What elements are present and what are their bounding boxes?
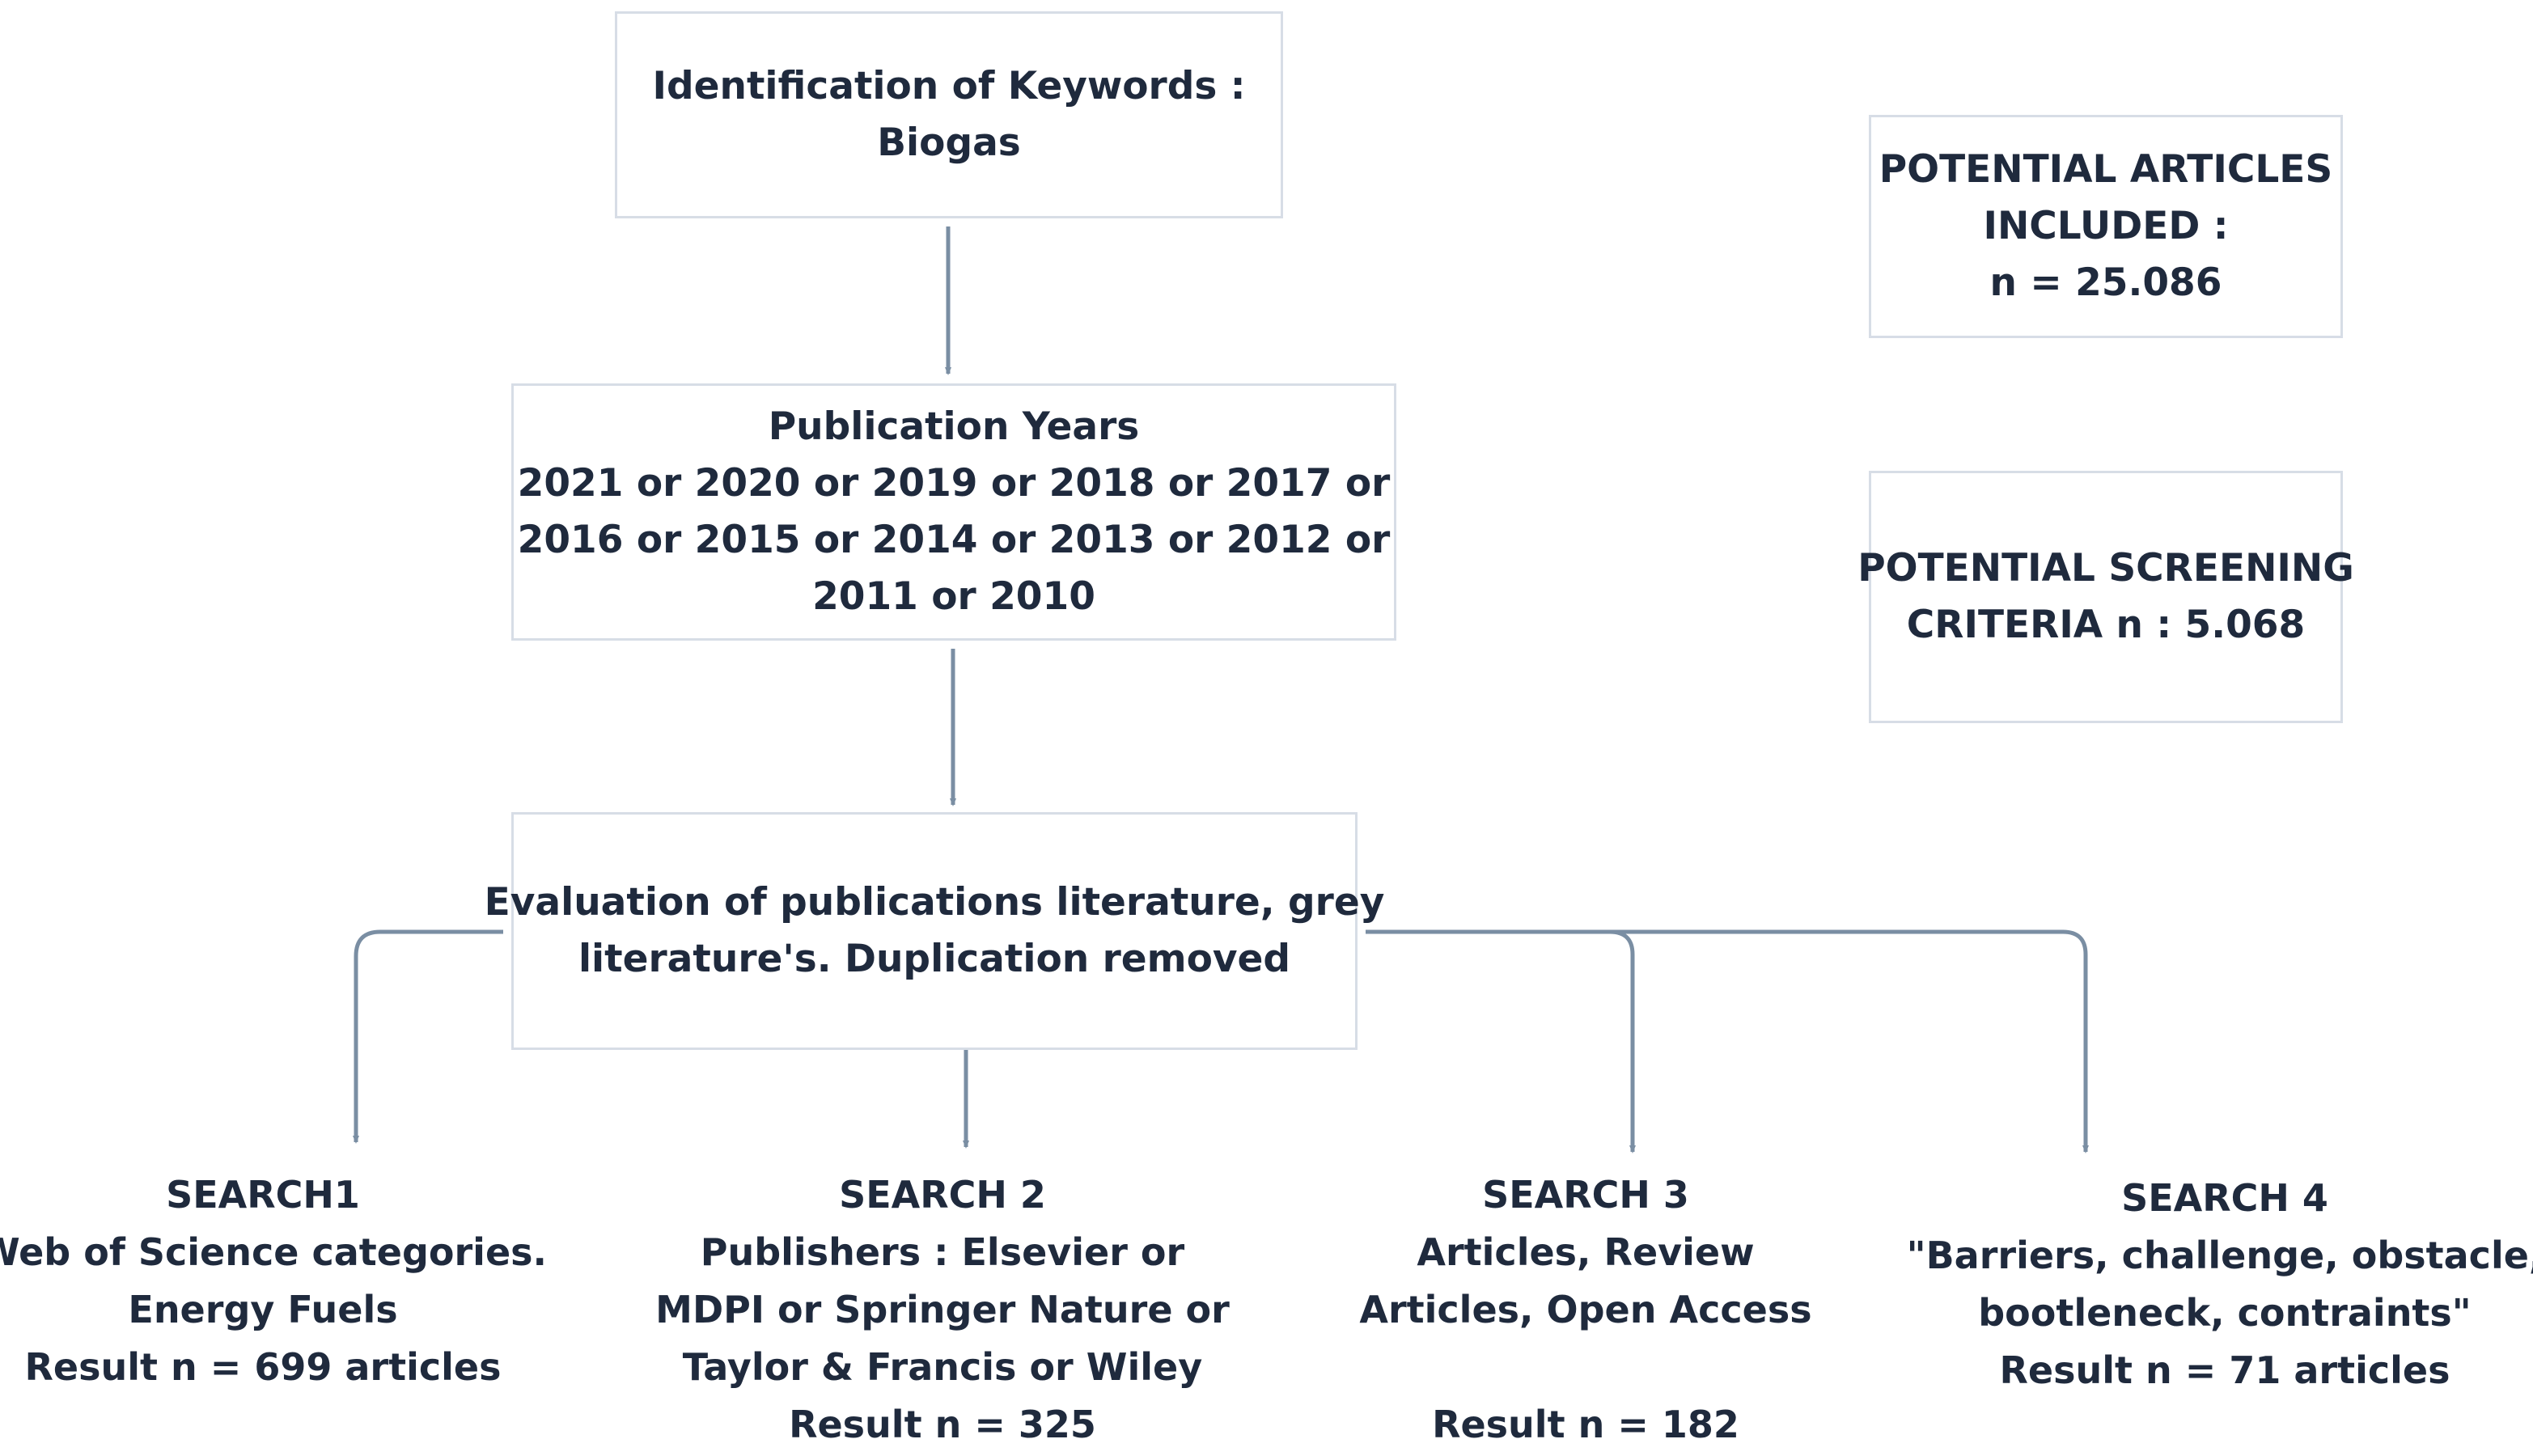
search2-line-2: Publishers : Elsevier or: [700, 1230, 1185, 1274]
search4-title: SEARCH 4: [2121, 1176, 2328, 1220]
search4-line-2: "Barriers, challenge, obstacle,: [1906, 1234, 2533, 1277]
evaluation-line-1: Evaluation of publications literature, g…: [484, 880, 1385, 925]
publication-years-box: Publication Years 2021 or 2020 or 2019 o…: [511, 383, 1396, 641]
search4-block: SEARCH 4 "Barriers, challenge, obstacle,…: [1907, 1170, 2533, 1399]
arrow-evaluation-to-search3: [1366, 929, 1636, 1153]
potential-screening-box: POTENTIAL SCREENING CRITERIA n : 5.068: [1857, 471, 2354, 723]
search1-block: SEARCH1 Web of Science categories. Energ…: [0, 1166, 547, 1396]
potential-screening-line-2: CRITERIA n : 5.068: [1906, 603, 2306, 647]
search4-result: Result n = 71 articles: [1999, 1348, 2450, 1392]
arrow-evaluation-to-search4: [1610, 929, 2089, 1153]
search3-result: Result n = 182: [1432, 1403, 1739, 1446]
keywords-box: Identification of Keywords : Biogas: [615, 11, 1283, 218]
potential-articles-line-2: INCLUDED :: [1983, 204, 2229, 248]
search2-title: SEARCH 2: [839, 1173, 1046, 1217]
search1-result: Result n = 699 articles: [24, 1345, 502, 1389]
keywords-line-1: Identification of Keywords :: [652, 64, 1246, 108]
potential-articles-line-1: POTENTIAL ARTICLES: [1879, 147, 2333, 192]
years-line-3: 2016 or 2015 or 2014 or 2013 or 2012 or: [517, 518, 1391, 562]
search2-line-3: MDPI or Springer Nature or: [655, 1288, 1230, 1331]
potential-articles-line-3: n = 25.086: [1989, 260, 2222, 305]
potential-articles-box: POTENTIAL ARTICLES INCLUDED : n = 25.086: [1869, 115, 2343, 338]
years-line-1: Publication Years: [768, 404, 1140, 449]
search2-line-4: Taylor & Francis or Wiley: [682, 1345, 1203, 1389]
years-line-2: 2021 or 2020 or 2019 or 2018 or 2017 or: [517, 461, 1391, 506]
search2-result: Result n = 325: [789, 1403, 1096, 1446]
evaluation-box: Evaluation of publications literature, g…: [485, 812, 1384, 1050]
search3-line-2: Articles, Review: [1417, 1230, 1755, 1274]
search1-line-3: Energy Fuels: [128, 1288, 398, 1331]
search3-line-3: Articles, Open Access: [1359, 1288, 1812, 1331]
search3-title: SEARCH 3: [1482, 1173, 1689, 1217]
keywords-line-2: Biogas: [877, 121, 1021, 165]
years-line-4: 2011 or 2010: [812, 574, 1095, 619]
search2-block: SEARCH 2 Publishers : Elsevier or MDPI o…: [655, 1166, 1230, 1454]
search1-title: SEARCH1: [166, 1173, 360, 1217]
evaluation-line-2: literature's. Duplication removed: [578, 937, 1291, 981]
search1-line-2: Web of Science categories.: [0, 1230, 547, 1274]
potential-screening-line-1: POTENTIAL SCREENING: [1857, 546, 2354, 590]
search3-block: SEARCH 3 Articles, Review Articles, Open…: [1343, 1166, 1828, 1454]
arrow-evaluation-to-search1: [353, 929, 503, 1144]
search4-line-3: bootleneck, contraints": [1978, 1291, 2472, 1335]
